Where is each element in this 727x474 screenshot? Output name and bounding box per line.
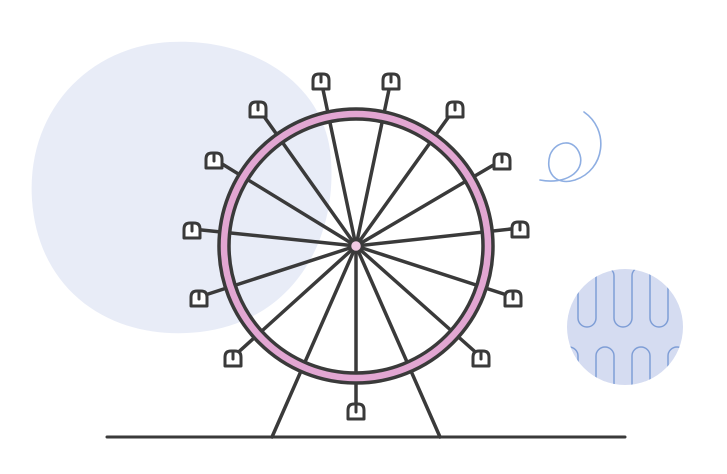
spoke	[354, 78, 393, 248]
gondolas	[182, 72, 530, 421]
gondola	[445, 100, 465, 119]
spoke	[256, 106, 358, 248]
pattern-wave	[567, 269, 683, 328]
gondola	[492, 152, 512, 171]
gondola	[204, 151, 224, 170]
gondola	[311, 72, 331, 91]
spoke	[212, 157, 358, 248]
left-leg	[270, 244, 358, 439]
background-blob	[31, 41, 332, 334]
gondola	[471, 349, 491, 368]
gondola	[189, 289, 209, 308]
spoke	[354, 158, 504, 248]
gondola	[346, 402, 366, 421]
gondola	[248, 100, 268, 119]
gondola	[223, 349, 243, 368]
gondola	[381, 72, 401, 91]
gondola	[182, 221, 202, 240]
spoke	[354, 106, 457, 248]
patterned-circle	[567, 269, 683, 385]
gondola	[503, 289, 523, 308]
swirl-decoration	[539, 111, 602, 183]
support-legs	[270, 244, 442, 439]
wheel-hub	[348, 238, 364, 254]
right-leg	[354, 244, 442, 439]
spoke	[319, 78, 358, 248]
spoke	[354, 244, 483, 359]
gondola	[510, 220, 530, 239]
wheel-rim	[217, 107, 495, 385]
